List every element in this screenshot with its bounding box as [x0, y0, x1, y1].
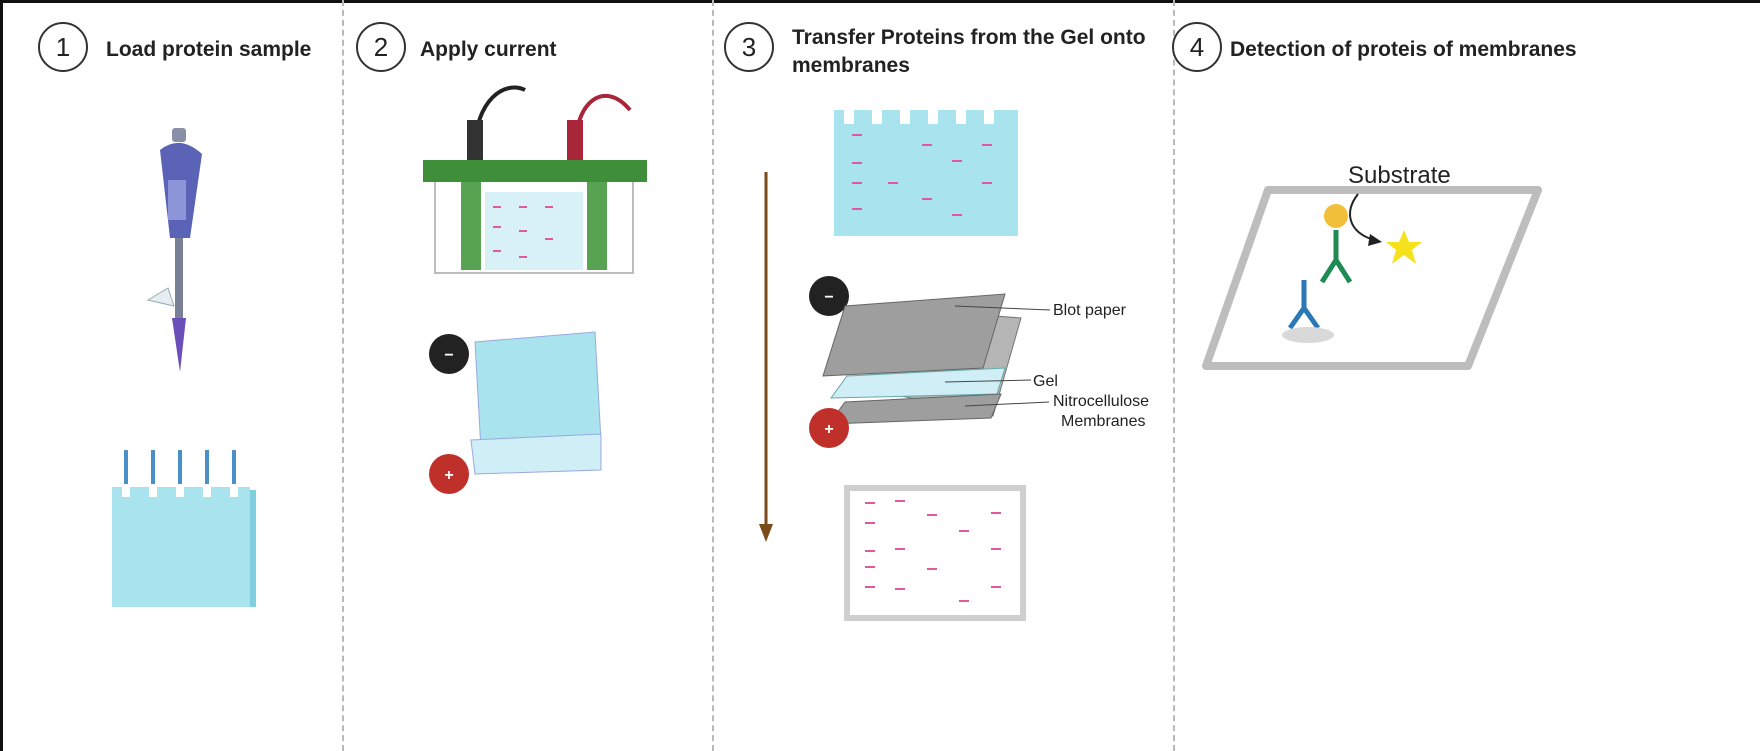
- primary-antibody-icon: [1287, 280, 1321, 330]
- membrane-with-bands-icon: [844, 485, 1026, 621]
- gel-wells-icon: [112, 450, 256, 607]
- blot-paper-label: Blot paper: [1053, 302, 1127, 319]
- loading-tips: [124, 450, 236, 484]
- step-2-title: Apply current: [420, 38, 557, 61]
- nitrocellulose-label: Nitrocellulose: [1053, 393, 1149, 410]
- step-2-number: 2: [356, 22, 406, 72]
- plus-electrode-icon: [429, 454, 469, 494]
- step-4-title: Detection of proteis of membranes: [1230, 38, 1577, 61]
- minus-electrode-icon: [429, 334, 469, 374]
- minus-sign: −: [824, 289, 833, 306]
- gel-label: Gel: [1033, 373, 1058, 390]
- plus-electrode-icon: [809, 408, 849, 448]
- step-3-number: 3: [724, 22, 774, 72]
- transfer-direction-arrow: [759, 172, 773, 542]
- gel-tank-icon: − +: [429, 331, 602, 494]
- target-protein-icon: [1282, 327, 1334, 343]
- pipette-icon: [146, 128, 202, 372]
- step-4-number: 4: [1172, 22, 1222, 72]
- product-star-icon: [1386, 230, 1422, 264]
- minus-sign: −: [444, 347, 453, 364]
- plus-sign: +: [824, 421, 833, 438]
- gel-with-bands-icon: [834, 110, 1018, 236]
- transfer-sandwich-icon: − Blot paper Gel Nitrocellulose Membrane…: [809, 276, 1149, 448]
- step-1-number: 1: [38, 22, 88, 72]
- panel-divider-1: [342, 0, 344, 751]
- panel-divider-2: [712, 0, 714, 751]
- plus-sign: +: [444, 467, 453, 484]
- electrophoresis-apparatus-icon: [423, 85, 647, 274]
- membranes-label: Membranes: [1061, 413, 1145, 430]
- substrate-dot-icon: [1324, 204, 1348, 228]
- detection-membrane-icon: Substrate: [1202, 162, 1542, 370]
- step-3-title: Transfer Proteins from the Gel onto memb…: [792, 26, 1146, 77]
- step-1-title: Load protein sample: [106, 38, 312, 61]
- panel-divider-3: [1173, 0, 1175, 751]
- minus-electrode-icon: [809, 276, 849, 316]
- secondary-antibody-icon: [1319, 230, 1353, 284]
- substrate-label: Substrate: [1348, 162, 1451, 189]
